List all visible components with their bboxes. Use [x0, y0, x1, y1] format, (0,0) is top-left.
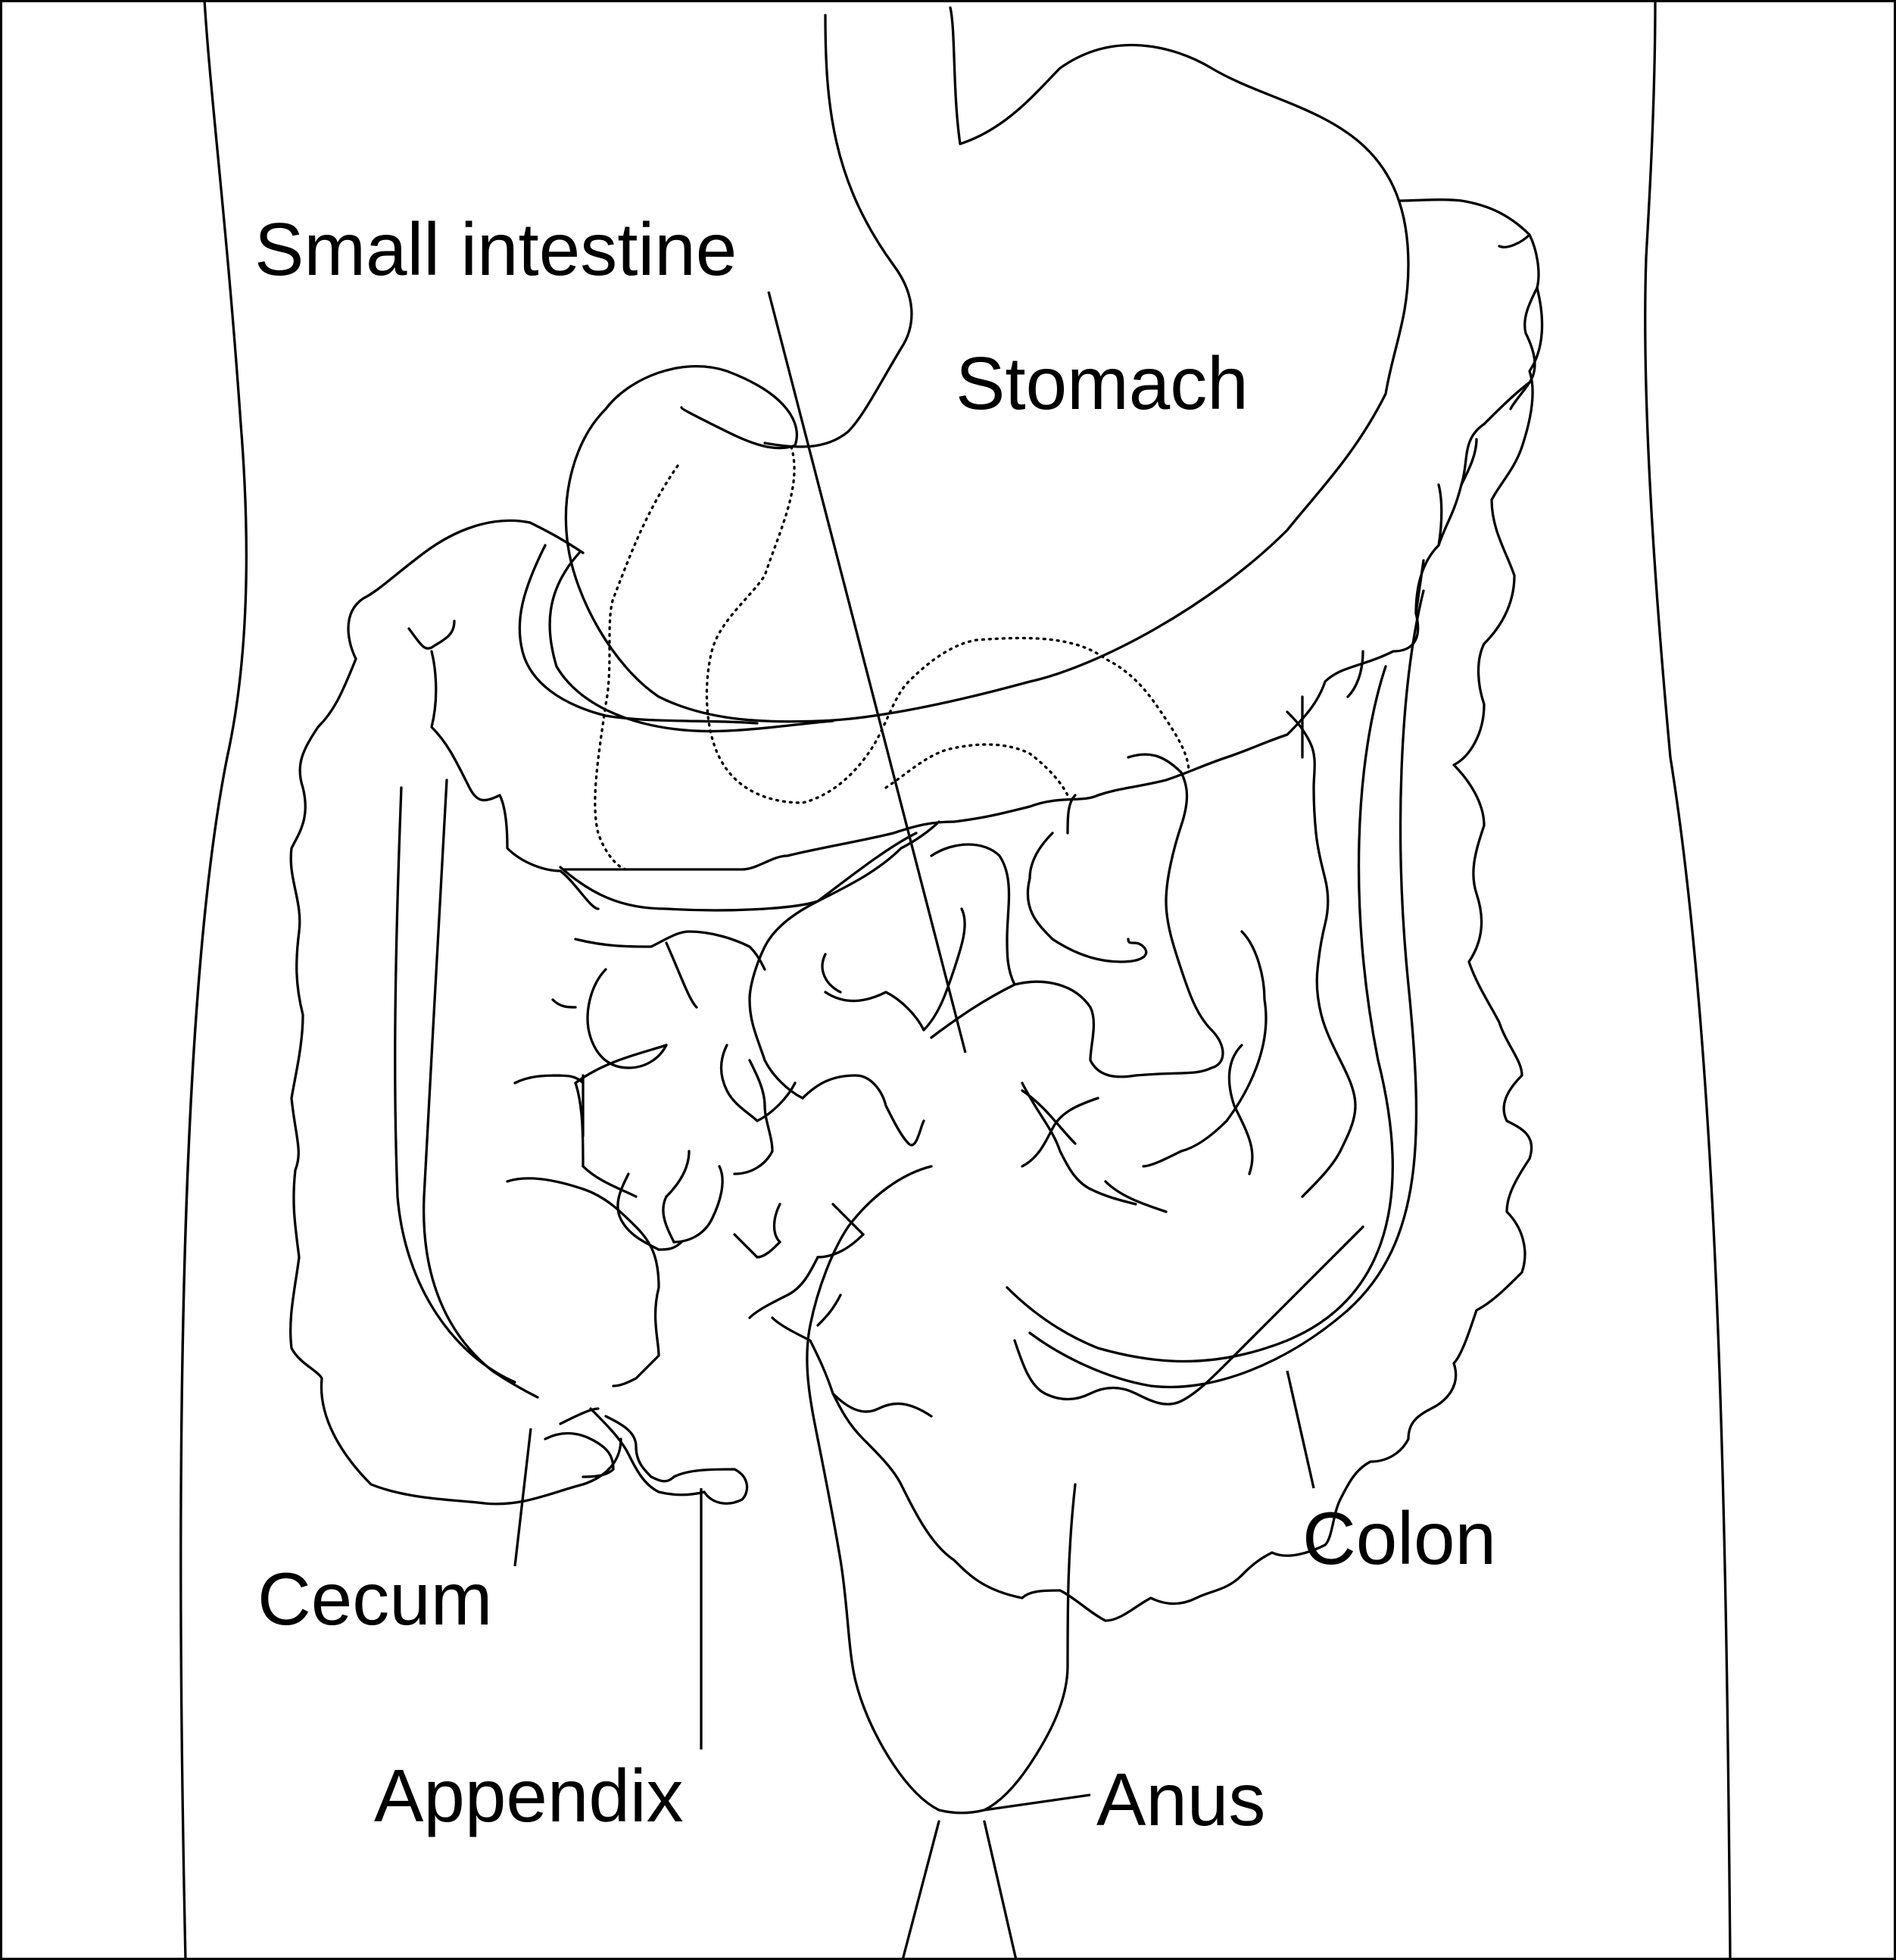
- colon-shape: [289, 198, 1544, 1622]
- leader-cecum: [513, 1428, 532, 1567]
- leader-colon: [1286, 1370, 1315, 1489]
- small-intestine-shape: [513, 544, 1268, 1327]
- body-outline: [179, 0, 1732, 1960]
- label-anus: Anus: [1096, 1758, 1265, 1841]
- label-colon: Colon: [1302, 1497, 1496, 1580]
- leader-small-intestine: [767, 291, 967, 1053]
- label-cecum: Cecum: [257, 1557, 492, 1640]
- stomach-shape: [564, 6, 1410, 723]
- cecum-appendix-shape: [506, 1177, 749, 1505]
- hidden-organ-dotted: [594, 445, 1190, 871]
- leader-lines: [513, 291, 1315, 1812]
- label-stomach: Stomach: [956, 342, 1249, 425]
- leader-anus: [984, 1793, 1091, 1812]
- colon-inner-lines: [394, 589, 1425, 1399]
- label-small-intestine: Small intestine: [254, 208, 737, 291]
- rectum-shape: [806, 1165, 1077, 1815]
- label-appendix: Appendix: [374, 1754, 684, 1837]
